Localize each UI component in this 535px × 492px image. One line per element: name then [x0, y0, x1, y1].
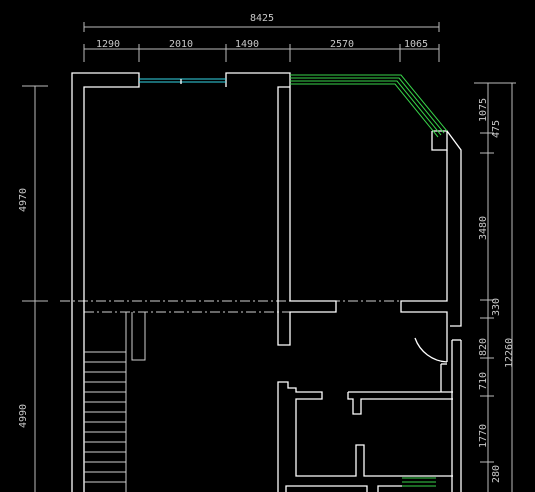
stairs: [84, 312, 146, 492]
dim-left-seg-1: 4970: [18, 188, 29, 212]
lower-rooms: [277, 381, 453, 492]
dim-right-seg-6: 710: [478, 372, 489, 390]
dim-right-seg-5: 820: [478, 338, 489, 356]
dim-right-seg-3: 3480: [478, 216, 489, 240]
outer-walls: [71, 72, 462, 492]
axis-lines: [60, 300, 440, 313]
dim-right-seg-7: 1770: [478, 424, 489, 448]
dim-top-total: 8425: [250, 13, 274, 24]
left-dimension-chain: 4970 4990: [18, 85, 48, 492]
dim-right-total: 12260: [504, 338, 515, 368]
dim-right-seg-8: 280: [491, 465, 502, 483]
dim-right-seg-1: 1075: [478, 98, 489, 122]
top-dimension-chain: 8425 1290 2010 1490 2570 1065: [83, 13, 440, 62]
window-bay-green: [290, 74, 448, 138]
dim-top-seg-1: 1290: [96, 39, 120, 50]
window-top-cyan: [139, 78, 226, 84]
dim-left-seg-2: 4990: [18, 404, 29, 428]
right-dimension-chain: 1075 475 3480 330 820 710 1770 280 12260: [474, 82, 516, 492]
dim-right-seg-2: 475: [491, 120, 502, 138]
dim-right-seg-4: 330: [491, 298, 502, 316]
door-swing: [414, 326, 448, 392]
window-bottom-green: [402, 477, 436, 487]
dim-top-seg-5: 1065: [404, 39, 428, 50]
dim-top-seg-4: 2570: [330, 39, 354, 50]
dim-top-seg-2: 2010: [169, 39, 193, 50]
dim-top-seg-3: 1490: [235, 39, 259, 50]
